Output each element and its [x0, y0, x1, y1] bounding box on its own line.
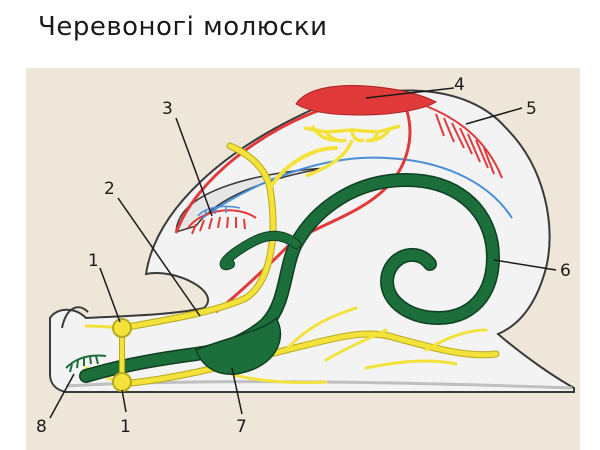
label-8: 8: [36, 417, 47, 437]
stomach: [195, 316, 282, 375]
tentacle: [61, 306, 89, 329]
leader-lines: [49, 87, 557, 419]
visceral-nerve-branches: [303, 124, 401, 178]
pulmonary-vein: [201, 156, 513, 219]
lung-capillaries: [187, 209, 257, 235]
kidney: [425, 105, 503, 179]
label-2: 2: [104, 179, 115, 199]
slide-title: Черевоногі молюски: [38, 12, 328, 42]
radula: [65, 354, 107, 373]
label-1-top: 1: [88, 251, 99, 271]
label-4: 4: [454, 75, 465, 95]
posterior-artery: [215, 107, 412, 314]
heart: [295, 85, 438, 116]
label-6: 6: [560, 261, 571, 281]
label-7: 7: [236, 417, 247, 437]
pedal-ganglion: [112, 372, 132, 392]
gastropod-anatomy-svg: 1 2 3 4 5 6 7 8 1: [26, 68, 580, 450]
nerve-cords: [84, 142, 500, 388]
label-1-bottom: 1: [120, 417, 131, 437]
label-3: 3: [162, 99, 173, 119]
lung-vessels-blue: [197, 205, 241, 218]
gastropod-anatomy-figure: 1 2 3 4 5 6 7 8 1: [26, 68, 580, 450]
label-5: 5: [526, 99, 537, 119]
cerebral-ganglion: [112, 318, 132, 338]
